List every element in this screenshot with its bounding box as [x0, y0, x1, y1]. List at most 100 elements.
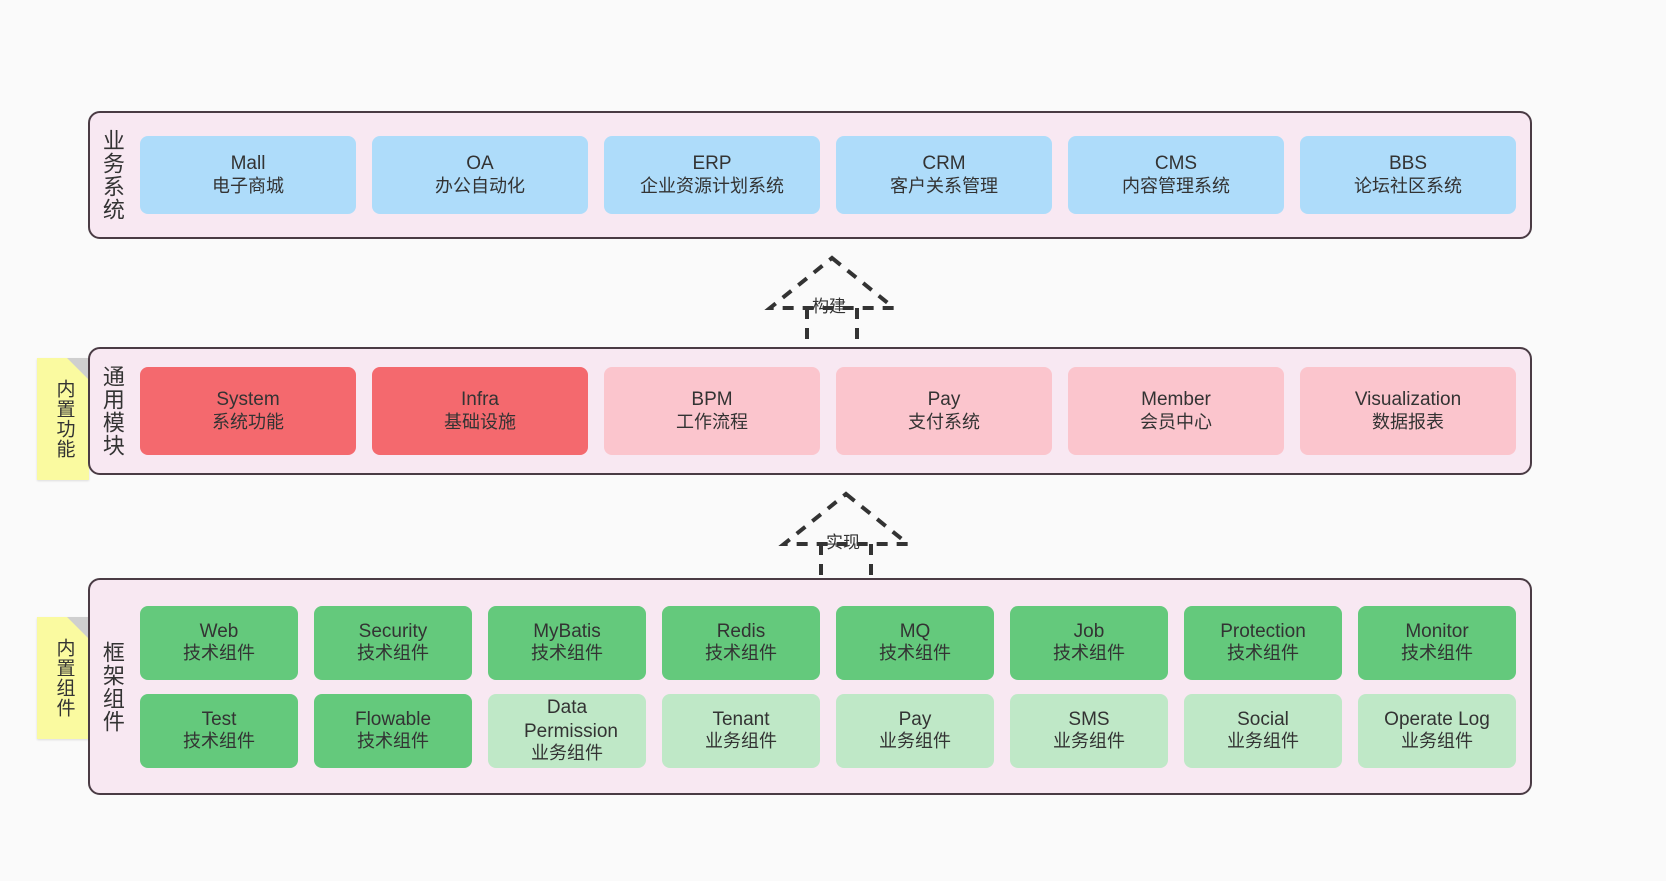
box-mq-cn: 技术组件: [879, 643, 951, 664]
box-cms[interactable]: CMS 内容管理系统: [1068, 136, 1284, 214]
box-visualization[interactable]: Visualization 数据报表: [1300, 367, 1516, 455]
framework-tech-row: Web 技术组件 Security 技术组件 MyBatis 技术组件 Redi…: [140, 605, 1516, 680]
box-infra-en: Infra: [460, 389, 500, 411]
box-system-cn: 系统功能: [212, 411, 284, 432]
layer-business-system-title: 业务系统: [99, 129, 125, 221]
box-flowable[interactable]: Flowable 技术组件: [314, 693, 472, 768]
box-bpm[interactable]: BPM 工作流程: [604, 367, 820, 455]
box-monitor-cn: 技术组件: [1401, 643, 1473, 664]
layer-common-modules-title: 通用模块: [99, 365, 125, 457]
box-member-en: Member: [1141, 389, 1211, 411]
common-modules-row: System 系统功能 Infra 基础设施 BPM 工作流程 Pay 支付系统…: [140, 367, 1516, 455]
box-bbs-en: BBS: [1388, 153, 1428, 175]
box-pay-component[interactable]: Pay 业务组件: [836, 693, 994, 768]
box-job[interactable]: Job 技术组件: [1010, 605, 1168, 680]
box-crm-en: CRM: [922, 153, 966, 175]
box-bbs-cn: 论坛社区系统: [1354, 175, 1462, 196]
sticky-note-builtin-component[interactable]: 内置组件: [37, 617, 89, 739]
box-tenant[interactable]: Tenant 业务组件: [662, 693, 820, 768]
box-mq[interactable]: MQ 技术组件: [836, 605, 994, 680]
sticky-note-builtin-function[interactable]: 内置功能: [37, 358, 89, 480]
box-sms-cn: 业务组件: [1053, 731, 1125, 752]
sticky-fold-corner-icon: [67, 617, 89, 639]
box-web[interactable]: Web 技术组件: [140, 605, 298, 680]
connector-implement-label: 实现: [826, 533, 860, 552]
box-operate-log-en: Operate Log: [1384, 708, 1490, 730]
box-pay-component-en: Pay: [898, 708, 932, 730]
box-social[interactable]: Social 业务组件: [1184, 693, 1342, 768]
box-test-cn: 技术组件: [183, 731, 255, 752]
box-test[interactable]: Test 技术组件: [140, 693, 298, 768]
sticky-note-builtin-function-label: 内置功能: [53, 379, 75, 459]
box-cms-en: CMS: [1154, 153, 1198, 175]
box-job-en: Job: [1073, 620, 1105, 642]
box-mybatis-cn: 技术组件: [531, 643, 603, 664]
box-redis[interactable]: Redis 技术组件: [662, 605, 820, 680]
layer-framework-components[interactable]: 框架组件 Web 技术组件 Security 技术组件 MyBatis 技术组件: [88, 578, 1532, 795]
box-flowable-cn: 技术组件: [357, 731, 429, 752]
box-mall[interactable]: Mall 电子商城: [140, 136, 356, 214]
box-pay-module[interactable]: Pay 支付系统: [836, 367, 1052, 455]
box-mall-cn: 电子商城: [212, 175, 284, 196]
layer-common-modules[interactable]: 通用模块 System 系统功能 Infra 基础设施 BPM 工作流程 Pay: [88, 347, 1532, 475]
framework-components-rows: Web 技术组件 Security 技术组件 MyBatis 技术组件 Redi…: [140, 605, 1516, 768]
box-bbs[interactable]: BBS 论坛社区系统: [1300, 136, 1516, 214]
box-security[interactable]: Security 技术组件: [314, 605, 472, 680]
sticky-note-builtin-component-label: 内置组件: [53, 638, 75, 718]
box-system-en: System: [216, 389, 280, 411]
box-operate-log[interactable]: Operate Log 业务组件: [1358, 693, 1516, 768]
box-tenant-en: Tenant: [712, 708, 770, 730]
box-mybatis[interactable]: MyBatis 技术组件: [488, 605, 646, 680]
box-member[interactable]: Member 会员中心: [1068, 367, 1284, 455]
box-oa-cn: 办公自动化: [435, 175, 525, 196]
box-mall-en: Mall: [230, 153, 266, 175]
sticky-fold-corner-icon: [67, 358, 89, 380]
layer-common-modules-body: System 系统功能 Infra 基础设施 BPM 工作流程 Pay 支付系统…: [134, 349, 1530, 473]
box-bpm-en: BPM: [691, 389, 733, 411]
box-web-cn: 技术组件: [183, 643, 255, 664]
box-erp[interactable]: ERP 企业资源计划系统: [604, 136, 820, 214]
box-erp-cn: 企业资源计划系统: [640, 175, 784, 196]
box-data-permission-cn: 业务组件: [531, 742, 603, 763]
box-operate-log-cn: 业务组件: [1401, 731, 1473, 752]
layer-framework-components-body: Web 技术组件 Security 技术组件 MyBatis 技术组件 Redi…: [134, 580, 1530, 793]
box-infra[interactable]: Infra 基础设施: [372, 367, 588, 455]
box-monitor[interactable]: Monitor 技术组件: [1358, 605, 1516, 680]
box-bpm-cn: 工作流程: [676, 411, 748, 432]
box-security-en: Security: [358, 620, 428, 642]
box-sms-en: SMS: [1068, 708, 1110, 730]
box-protection[interactable]: Protection 技术组件: [1184, 605, 1342, 680]
box-test-en: Test: [201, 708, 237, 730]
box-social-en: Social: [1237, 708, 1289, 730]
box-redis-cn: 技术组件: [705, 643, 777, 664]
box-redis-en: Redis: [716, 620, 766, 642]
box-oa[interactable]: OA 办公自动化: [372, 136, 588, 214]
box-flowable-en: Flowable: [354, 708, 432, 730]
box-pay-module-en: Pay: [927, 389, 961, 411]
box-crm[interactable]: CRM 客户关系管理: [836, 136, 1052, 214]
layer-business-system[interactable]: 业务系统 Mall 电子商城 OA 办公自动化 ERP 企业资源计划系统 CRM: [88, 111, 1532, 239]
box-crm-cn: 客户关系管理: [890, 175, 998, 196]
box-social-cn: 业务组件: [1227, 731, 1299, 752]
box-web-en: Web: [199, 620, 239, 642]
connector-implement: 实现: [766, 488, 926, 590]
box-mybatis-en: MyBatis: [533, 620, 601, 642]
box-infra-cn: 基础设施: [444, 411, 516, 432]
box-security-cn: 技术组件: [357, 643, 429, 664]
framework-business-row: Test 技术组件 Flowable 技术组件 Data Permission …: [140, 693, 1516, 768]
box-visualization-cn: 数据报表: [1372, 411, 1444, 432]
box-sms[interactable]: SMS 业务组件: [1010, 693, 1168, 768]
box-mq-en: MQ: [899, 620, 931, 642]
layer-business-system-body: Mall 电子商城 OA 办公自动化 ERP 企业资源计划系统 CRM 客户关系…: [134, 113, 1530, 237]
business-system-row: Mall 电子商城 OA 办公自动化 ERP 企业资源计划系统 CRM 客户关系…: [140, 136, 1516, 214]
box-data-permission[interactable]: Data Permission 业务组件: [488, 693, 646, 768]
box-visualization-en: Visualization: [1354, 389, 1462, 411]
box-monitor-en: Monitor: [1405, 620, 1469, 642]
box-member-cn: 会员中心: [1140, 411, 1212, 432]
box-job-cn: 技术组件: [1053, 643, 1125, 664]
box-system[interactable]: System 系统功能: [140, 367, 356, 455]
box-protection-cn: 技术组件: [1227, 643, 1299, 664]
box-pay-module-cn: 支付系统: [908, 411, 980, 432]
layer-framework-components-title: 框架组件: [99, 640, 125, 733]
